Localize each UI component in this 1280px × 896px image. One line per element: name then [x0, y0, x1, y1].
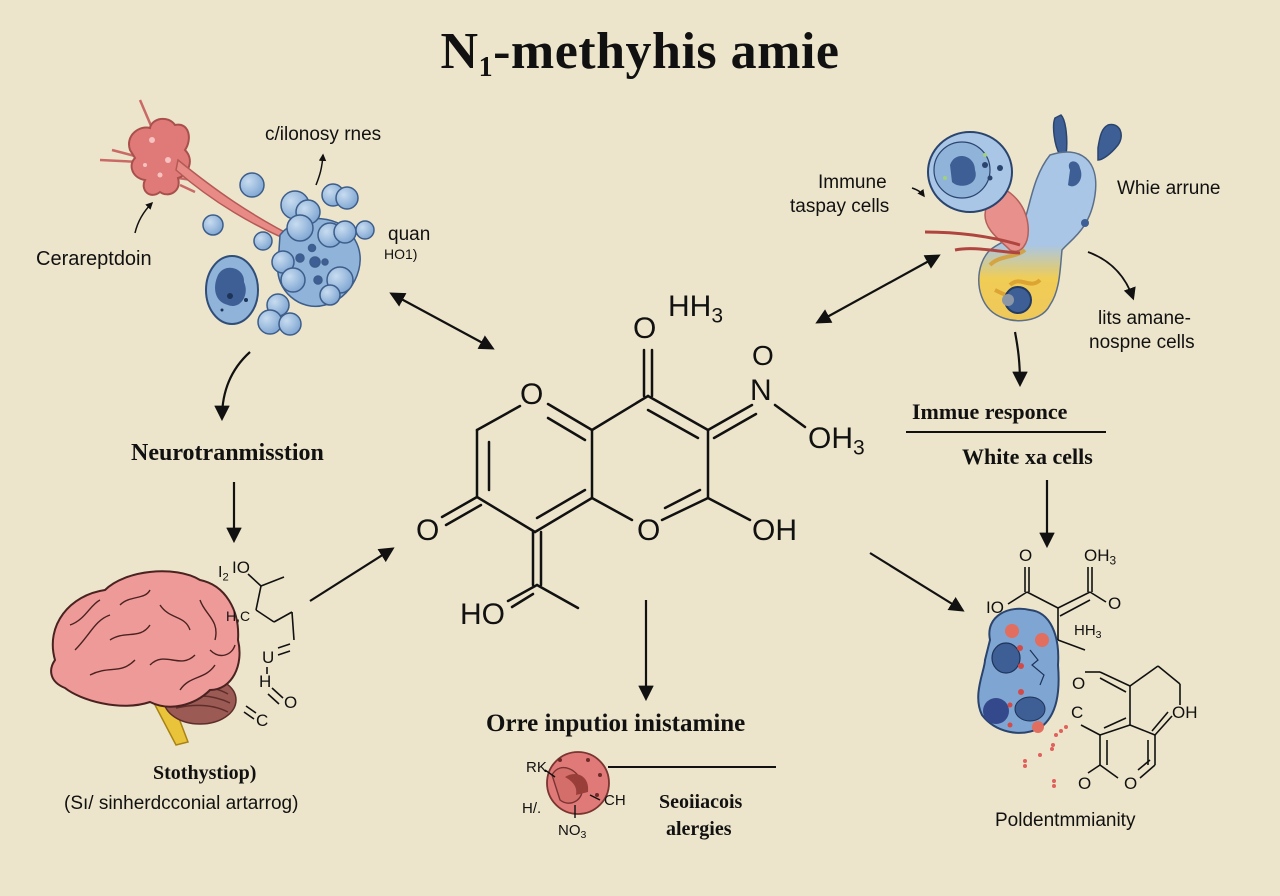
label-neurotransmission: Neurotranmisstion: [131, 440, 324, 466]
atom-r-hh3: HH3: [1074, 622, 1102, 642]
label-alergies: alergies: [666, 818, 732, 840]
arrow-molecule-to-right-cell: [869, 552, 965, 612]
atom-r-o-bl: O: [1078, 774, 1092, 793]
arrow-immune-down: [1012, 331, 1028, 388]
atom-io: IO: [232, 558, 250, 577]
arrow-to-neuron: [134, 201, 154, 234]
arrow-to-immune-cell: [911, 187, 925, 198]
cerebrum: [50, 570, 241, 708]
atom-u: U: [262, 648, 275, 667]
right-molecule-structure: [1007, 567, 1181, 779]
atom-h-slash: H/.: [522, 800, 542, 817]
label-seoiiacois: Seoiiacois: [659, 791, 743, 813]
arrow-to-amane-cells: [1087, 251, 1136, 301]
atom-n: N: [750, 374, 772, 407]
atom-ch: CH: [604, 792, 626, 809]
atom-oh3: OH3: [808, 422, 865, 460]
label-nospne-cells: nospne cells: [1089, 332, 1195, 353]
label-whie-arrune: Whie arrune: [1117, 178, 1221, 199]
main-arrows: [214, 254, 1055, 702]
vesicle-cluster-icon: [202, 172, 375, 336]
atom-c: C: [256, 711, 269, 730]
atom-left-o: O: [416, 514, 440, 547]
atom-r-c: C: [1071, 703, 1084, 722]
label-ho1: HO1): [384, 246, 418, 262]
arrow-double-top-right: [815, 254, 941, 324]
atom-rk: RK: [526, 759, 547, 776]
atom-r-o1: O: [1019, 546, 1033, 565]
atom-h-c: H,C: [226, 608, 251, 624]
atom-r-oh3: OH3: [1084, 546, 1117, 568]
neurotransmitter-structure: [243, 573, 295, 720]
page-title: N1-methyhis amie: [440, 23, 840, 83]
antenna-right: [1097, 123, 1122, 161]
atom-o: O: [284, 693, 298, 712]
label-white-cells: White xa cells: [962, 444, 1093, 469]
atom-r-o2: O: [1108, 594, 1122, 613]
neuron-vesicle-illustration: [99, 99, 375, 336]
antenna-left: [1052, 114, 1068, 156]
label-immune: Immune: [818, 172, 887, 193]
brain-icon: [50, 570, 241, 746]
atom-no3: NO3: [558, 822, 587, 842]
atom-n-o: O: [752, 340, 774, 371]
arrow-brain-to-molecule: [309, 547, 395, 602]
mast-cell-icon: [977, 607, 1068, 788]
atom-r-oh: OH: [1172, 703, 1198, 722]
label-taspay-cells: taspay cells: [790, 196, 890, 217]
label-ciliary-ranes: c/ilonosy rnes: [265, 124, 382, 145]
nucleated-cell-icon: [205, 255, 259, 325]
label-histamine-input: Orre inputioı inistamine: [486, 710, 746, 737]
arrow-to-ciliary: [315, 153, 327, 186]
label-lits-amane: lits amane-: [1098, 308, 1191, 329]
atom-ring-o-bottom: O: [637, 514, 661, 547]
immune-cells-illustration: [911, 114, 1136, 322]
atom-i2: I2: [218, 564, 229, 584]
label-sinherdcconial: (Sı/ sinherdcconial artarrog): [64, 793, 299, 814]
central-molecule-structure: [440, 348, 807, 610]
atom-r-io: IO: [986, 598, 1004, 617]
label-immune-response: Immue responce: [912, 399, 1068, 424]
atom-r-o-br: O: [1124, 774, 1138, 793]
arrow-cells-to-neurotransmission: [214, 351, 251, 422]
atom-top-o: O: [633, 312, 657, 345]
label-poldentmmianity: Poldentmmianity: [995, 810, 1136, 831]
label-cerareptdoin: Cerareptdoin: [36, 248, 152, 270]
label-quan: quan: [388, 224, 431, 245]
atom-hh3: HH3: [668, 290, 724, 328]
atom-ring-o-left: O: [520, 378, 544, 411]
arrow-double-top-left: [389, 292, 495, 350]
atom-h: H: [259, 672, 272, 691]
atom-ho: HO: [460, 598, 505, 631]
atom-r-o-ring: O: [1072, 674, 1086, 693]
label-stothystiop: Stothystiop): [153, 762, 257, 784]
allergen-cell-icon: [544, 751, 610, 818]
atom-oh: OH: [752, 514, 797, 547]
